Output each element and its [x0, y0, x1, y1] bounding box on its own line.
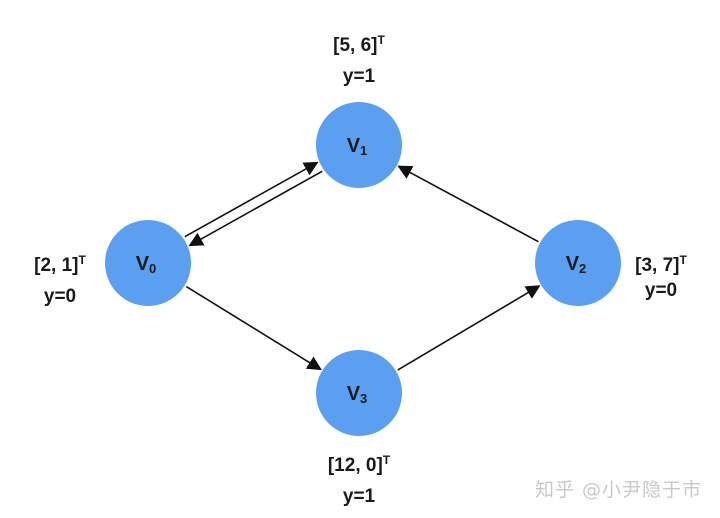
- vector-v1: [5, 6]T: [333, 33, 385, 56]
- node-v2: V2: [535, 220, 621, 306]
- node-label: V0: [136, 253, 157, 276]
- node-circle: [316, 102, 402, 188]
- annotation-v0: [2, 1]T y=0: [0, 253, 120, 307]
- node-circle: [535, 220, 621, 306]
- label-y-v3: y=1: [342, 486, 376, 507]
- edge-v2-to-v1: [397, 165, 539, 243]
- vector-v0: [2, 1]T: [34, 253, 86, 276]
- vector-v3: [12, 0]T: [327, 453, 391, 476]
- node-v3: V3: [316, 350, 402, 436]
- edge-v3-to-v2: [397, 285, 541, 371]
- annotation-v3: [12, 0]T y=1: [299, 453, 419, 507]
- watermark: 知乎 @小尹隐于市: [534, 479, 702, 501]
- label-y-v1: y=1: [342, 66, 376, 87]
- node-label: V2: [566, 253, 587, 276]
- node-circle: [316, 350, 402, 436]
- node-label: V3: [347, 383, 368, 406]
- label-y-v0: y=0: [43, 286, 77, 307]
- edges: [184, 161, 541, 371]
- vector-v2: [3, 7]T: [635, 253, 687, 276]
- node-label: V1: [347, 135, 368, 158]
- edge-v0-to-v3: [185, 285, 322, 371]
- annotation-v2: [3, 7]T y=0: [601, 253, 720, 301]
- edge-v0-to-v1: [184, 161, 319, 238]
- annotation-v1: [5, 6]T y=1: [299, 33, 419, 87]
- node-circle: [105, 220, 191, 306]
- node-v0: V0: [105, 220, 191, 306]
- node-v1: V1: [316, 102, 402, 188]
- label-y-v2: y=0: [644, 280, 678, 301]
- edge-v1-to-v0: [188, 170, 323, 247]
